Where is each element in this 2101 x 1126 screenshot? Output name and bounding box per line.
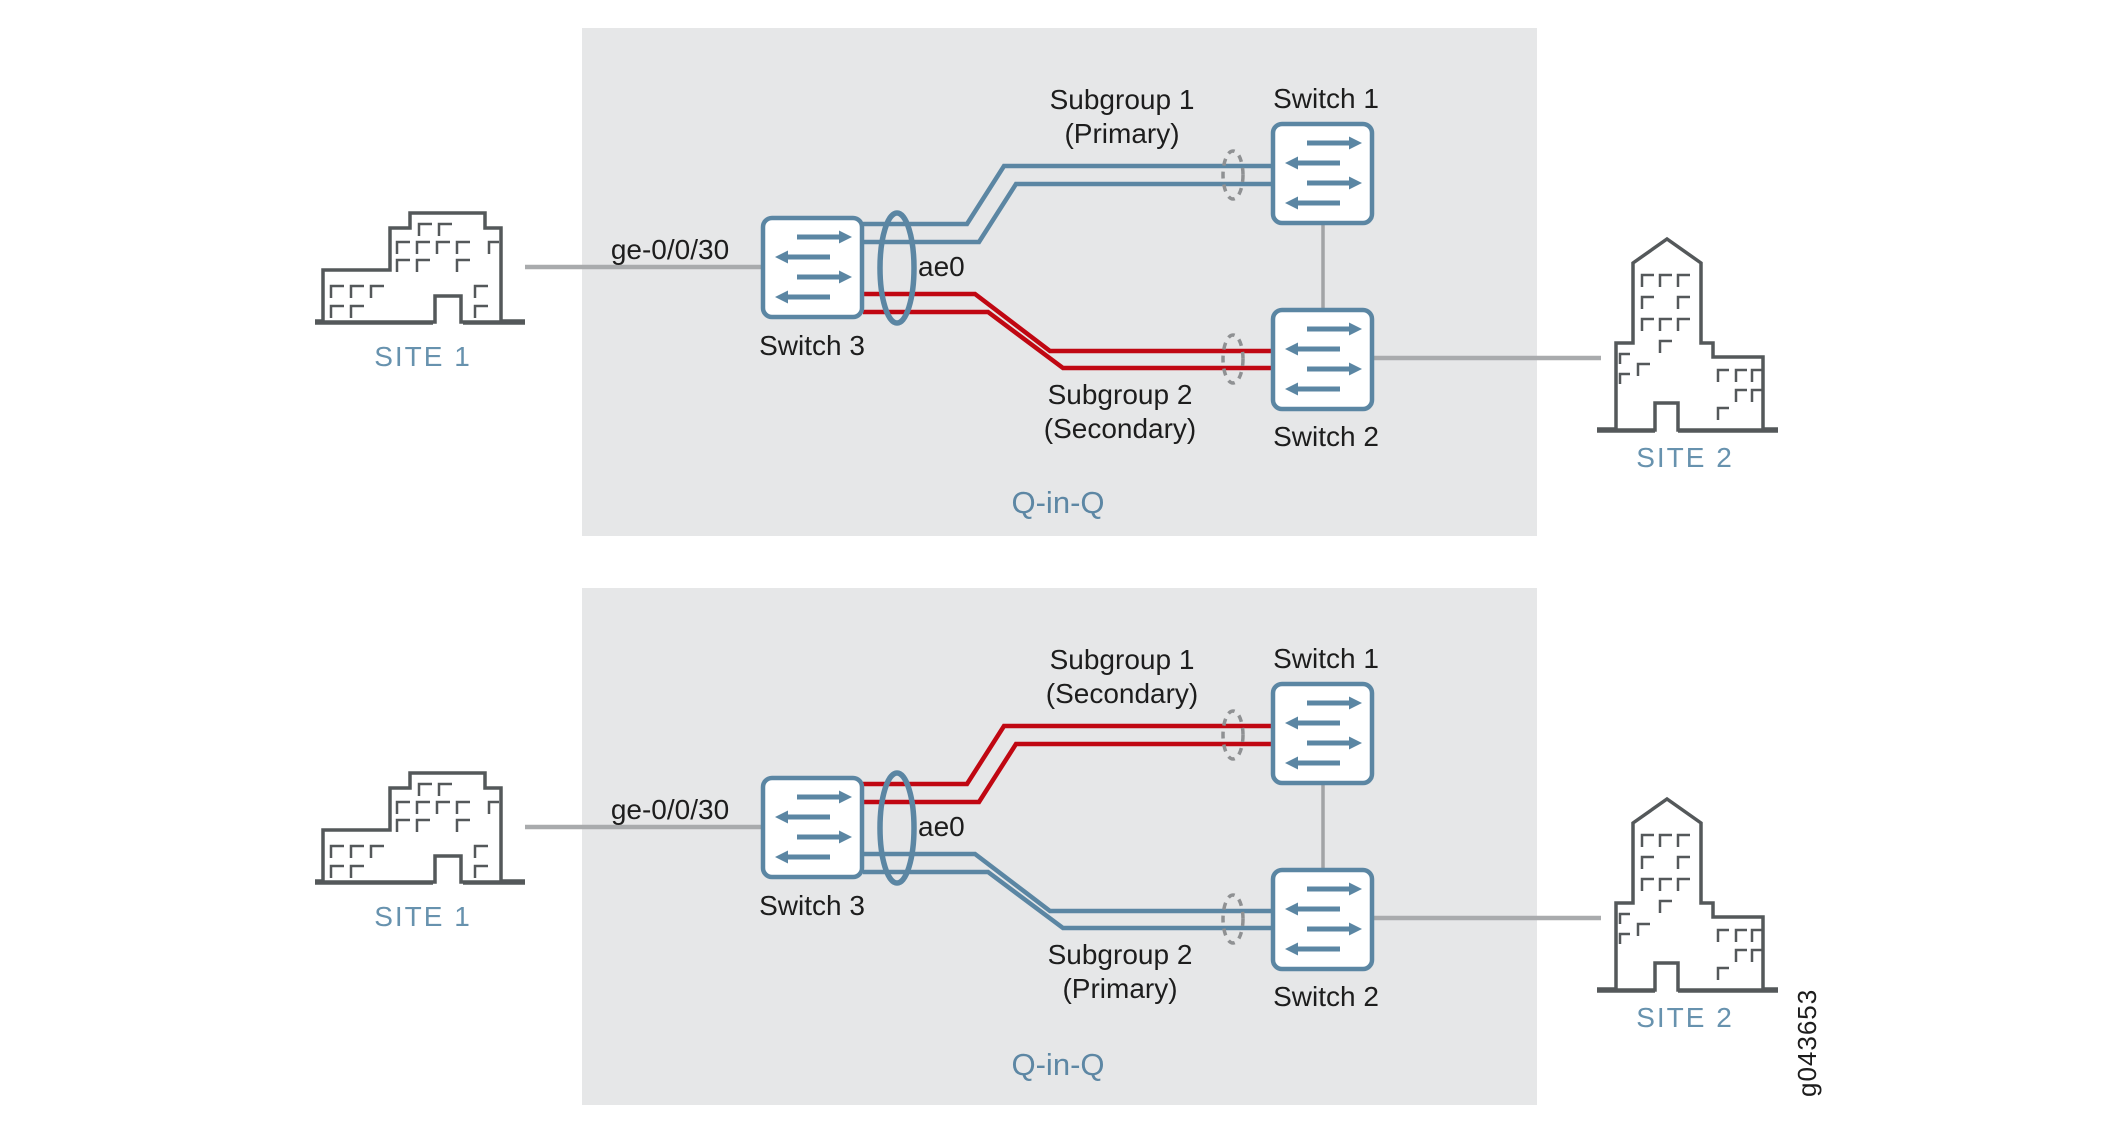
subgroup1-name: Subgroup 1 (1049, 644, 1195, 675)
subgroup2-role: (Secondary) (1043, 413, 1197, 444)
subgroup1-dashed-ellipse (1221, 709, 1245, 761)
subgroup2-name: Subgroup 2 (1047, 939, 1193, 970)
switch3-label: Switch 3 (759, 330, 865, 361)
lag-bundle-ellipse (877, 770, 917, 886)
switch1-icon (1270, 121, 1375, 226)
site1-label: SITE 1 (374, 341, 472, 372)
qinq-domain-box (582, 588, 1537, 1105)
panel-subgroup1-primary: SITE 1 ge-0/0/30 Switch 3 ae0 Switch 1 S… (0, 28, 2101, 548)
switch1-icon (1270, 681, 1375, 786)
subgroup1-role: (Secondary) (1045, 678, 1199, 709)
subgroup2-dashed-ellipse (1221, 333, 1245, 385)
figure-id-label: g043653 (1792, 988, 1822, 1097)
qinq-domain-box (582, 28, 1537, 536)
subgroup1-name: Subgroup 1 (1049, 84, 1195, 115)
subgroup2-role: (Primary) (1062, 973, 1178, 1004)
switch1-label: Switch 1 (1273, 643, 1379, 674)
switch2-icon (1270, 867, 1375, 972)
subgroup1-dashed-ellipse (1221, 149, 1245, 201)
subgroup1-link-pair (863, 723, 1271, 805)
switch2-label: Switch 2 (1273, 421, 1379, 452)
link-lines (525, 709, 1601, 945)
site1-building-icon (313, 202, 527, 330)
access-interface-label: ge-0/0/30 (610, 234, 730, 265)
switch3-icon (760, 215, 865, 320)
lag-label: ae0 (918, 251, 965, 282)
subgroup2-link-pair (863, 851, 1271, 931)
switch3-icon (760, 775, 865, 880)
lag-label: ae0 (918, 811, 965, 842)
panel-subgroup2-primary: SITE 1 ge-0/0/30 Switch 3 ae0 Switch 1 S… (0, 588, 2101, 1108)
qinq-domain-label: Q-in-Q (1011, 485, 1105, 520)
switch2-label: Switch 2 (1273, 981, 1379, 1012)
site1-label: SITE 1 (374, 901, 472, 932)
subgroup2-name: Subgroup 2 (1047, 379, 1193, 410)
site2-label: SITE 2 (1636, 442, 1734, 473)
subgroup2-label: Subgroup 2 (Secondary) (1044, 378, 1197, 446)
subgroup1-link-pair (863, 163, 1271, 245)
subgroup2-dashed-ellipse (1221, 893, 1245, 945)
subgroup1-label: Subgroup 1 (Primary) (1050, 83, 1195, 151)
subgroup1-role: (Primary) (1064, 118, 1180, 149)
switch3-label: Switch 3 (759, 890, 865, 921)
site1-building-icon (313, 762, 527, 890)
subgroup1-label: Subgroup 1 (Secondary) (1046, 643, 1199, 711)
qinq-domain-label: Q-in-Q (1011, 1047, 1105, 1082)
switch1-label: Switch 1 (1273, 83, 1379, 114)
site2-label: SITE 2 (1636, 1002, 1734, 1033)
subgroup2-link-pair (863, 291, 1271, 371)
lag-bundle-ellipse (877, 210, 917, 326)
link-lines (525, 149, 1601, 385)
site2-building-icon (1592, 790, 1788, 998)
subgroup2-label: Subgroup 2 (Primary) (1048, 938, 1193, 1006)
access-interface-label: ge-0/0/30 (610, 794, 730, 825)
site2-building-icon (1592, 230, 1788, 438)
switch2-icon (1270, 307, 1375, 412)
